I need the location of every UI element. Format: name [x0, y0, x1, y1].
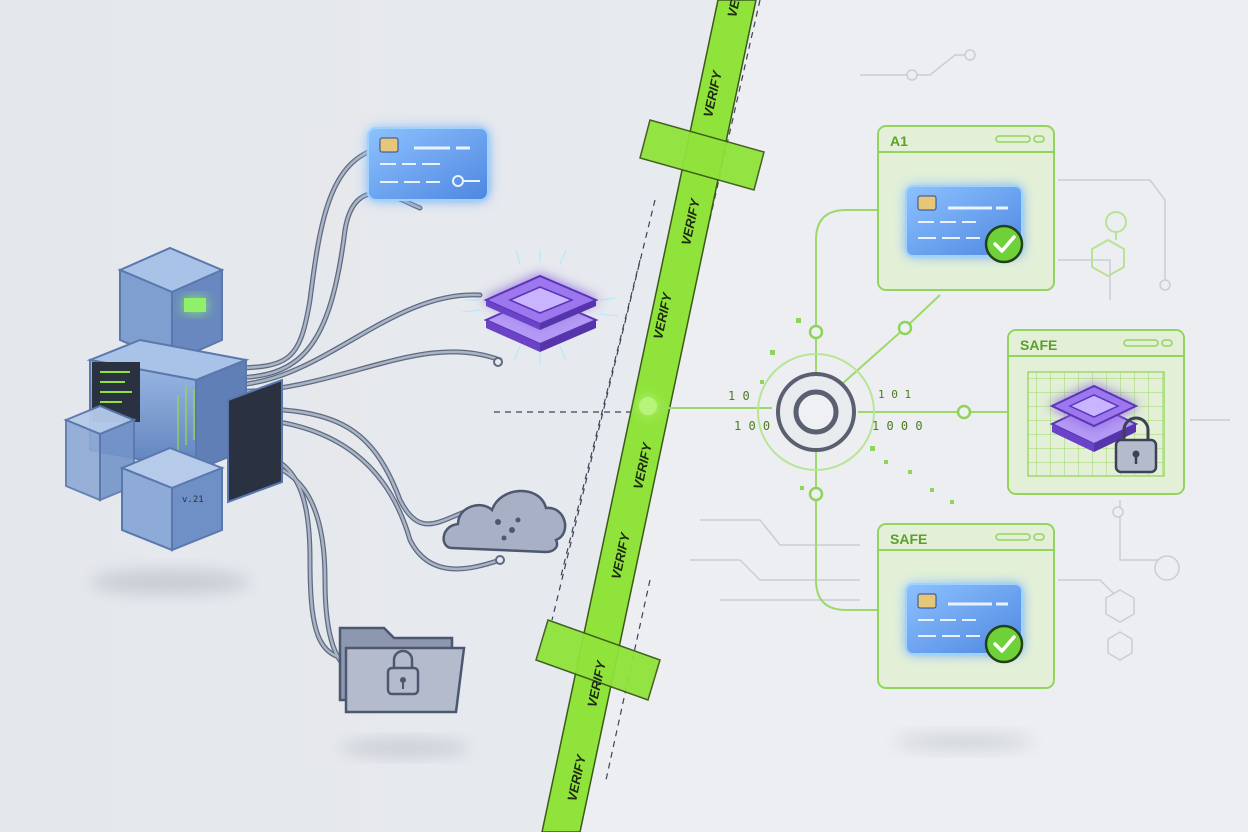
- binary-left-top: 1 0: [728, 389, 750, 403]
- padlock-icon: [1114, 416, 1158, 474]
- server-version-tag: v.21: [182, 495, 204, 505]
- check-badge-icon: [984, 224, 1024, 264]
- server-cube-icon: v.21: [63, 246, 283, 594]
- panel-a1: A1: [877, 125, 1055, 291]
- binary-right-bottom: 1 0 0 0: [872, 419, 923, 433]
- panel-title: SAFE: [890, 531, 927, 547]
- right-half-background: [540, 0, 1248, 832]
- panel-title: SAFE: [1020, 337, 1057, 353]
- binary-right-top: 1 0 1: [878, 388, 911, 401]
- binary-left-bottom: 1 0 0: [734, 419, 770, 433]
- verification-node-icon: 1 0 1 0 0 1 0 0 0 1 0 1: [660, 209, 1008, 611]
- processor-chip-icon: [461, 249, 619, 365]
- panel-safe-chip: SAFE: [1007, 329, 1185, 495]
- circuit-traces: [690, 49, 1230, 661]
- check-badge-icon: [984, 624, 1024, 664]
- id-card-icon: [367, 127, 489, 201]
- hexagon-nodes: [1091, 211, 1127, 278]
- verify-tape: VERIFY VERIFY VERIFY VERIFY VERIFY VERIF…: [535, 0, 765, 832]
- panel-safe-card: SAFE: [877, 523, 1055, 750]
- cloud-icon: [442, 489, 567, 554]
- locked-folder-icon: [338, 626, 470, 756]
- panel-title: A1: [890, 133, 908, 149]
